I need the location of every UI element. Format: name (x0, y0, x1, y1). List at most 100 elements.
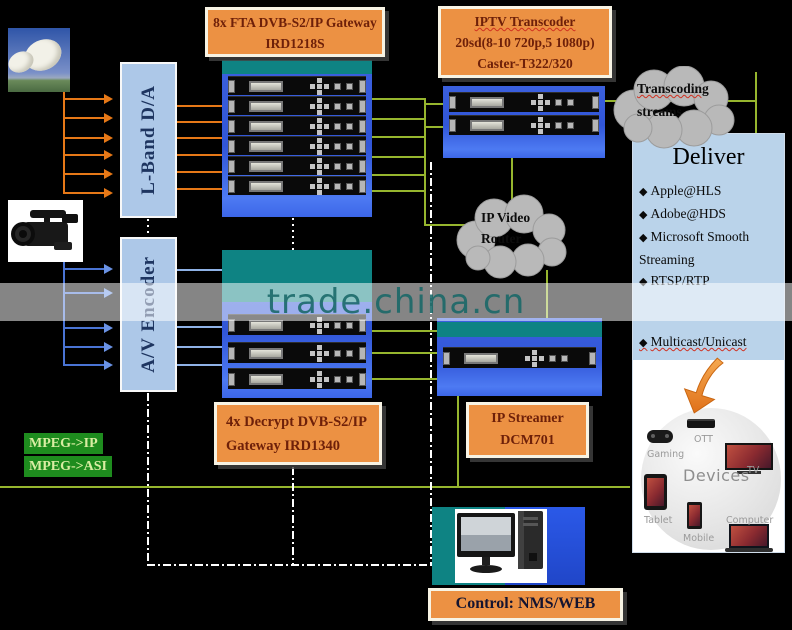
connector-line (755, 72, 757, 135)
gaming-console-icon (647, 430, 673, 443)
deliver-list: Apple@HLS Adobe@HDS Microsoft Smooth Str… (639, 180, 782, 354)
down-arrow-icon (683, 357, 724, 414)
connector-line (457, 396, 459, 486)
connector-line (63, 346, 104, 348)
transcoding-cloud-line1: Transcoding (637, 81, 709, 96)
decrypt-title-line1: 4x Decrypt DVB-S2/IP (226, 414, 367, 430)
deliver-item: Multicast/Unicast (639, 331, 782, 354)
rack-unit (228, 156, 366, 175)
video-camera-photo (8, 200, 83, 262)
transcoder-title-line2: 20sd(8-10 720p,5 1080p) (455, 35, 595, 50)
connector-line (63, 192, 104, 194)
connector-line (372, 378, 437, 380)
rack-unit (228, 136, 366, 155)
device-label: Mobile (683, 533, 715, 544)
router-cloud-line2: Router (481, 231, 522, 246)
connector-line (63, 268, 104, 270)
connector-line (372, 136, 426, 138)
streamer-title-line1: IP Streamer (491, 411, 564, 426)
cloud-icon (613, 66, 735, 149)
mobile-phone-icon (687, 502, 702, 529)
connector-line (63, 117, 104, 119)
transcoding-cloud-line2: streams (637, 104, 682, 119)
device-label: Gaming (647, 449, 685, 460)
rack-unit (449, 92, 599, 112)
connector-line (372, 352, 437, 354)
connector-line (372, 156, 426, 158)
laptop-icon (725, 524, 773, 552)
router-cloud-line1: IP Video (481, 210, 531, 225)
device-label: OTT (694, 434, 713, 445)
connector-line (63, 137, 104, 139)
gateway-rack (222, 60, 372, 217)
transcoder-rack (443, 86, 605, 158)
connector-line (177, 326, 222, 328)
deliver-title: Deliver (672, 144, 745, 170)
connector-line (372, 190, 426, 192)
router-cloud (452, 194, 572, 282)
transcoder-caption-box: IPTV Transcoder 20sd(8-10 720p,5 1080p) … (438, 6, 612, 78)
tablet-icon (644, 474, 667, 510)
connector-line (177, 188, 222, 190)
deliver-panel: Deliver Apple@HLS Adobe@HDS Microsoft Sm… (632, 133, 785, 553)
rack-unit (228, 176, 366, 195)
connector-line (177, 346, 222, 348)
lband-da-block: L-Band D/A (120, 62, 177, 218)
connector-line (177, 269, 222, 271)
connector-line (372, 98, 426, 100)
watermark-text: trade.china.cn (266, 282, 526, 322)
rack-header (437, 322, 602, 337)
rack-unit (228, 368, 366, 389)
connector-line (426, 126, 443, 128)
arrowhead-icon (104, 113, 113, 123)
arrowhead-icon (104, 342, 113, 352)
watermark-band: trade.china.cn (0, 282, 792, 322)
arrowhead-icon (104, 188, 113, 198)
connector-line (292, 218, 294, 250)
connector-line (63, 364, 104, 366)
control-title: Control: NMS/WEB (455, 595, 596, 612)
deliver-item: Microsoft Smooth Streaming (639, 226, 782, 270)
deliver-item: Adobe@HDS (639, 203, 782, 226)
connector-line (511, 158, 513, 203)
rack-header (222, 60, 372, 74)
arrowhead-icon (104, 150, 113, 160)
mpeg-ip-label: MPEG->IP (24, 433, 103, 454)
connector-line (372, 330, 437, 332)
arrowhead-icon (104, 133, 113, 143)
devices-center-label: Devices (683, 466, 750, 485)
desktop-computer-icon (457, 511, 543, 573)
ott-box-icon (687, 419, 715, 428)
connector-line (147, 219, 149, 237)
connector-line (147, 393, 149, 565)
deliver-item: Apple@HLS (639, 180, 782, 203)
connector-line (177, 105, 222, 107)
rack-unit (228, 96, 366, 115)
connector-line (63, 327, 104, 329)
transcoder-title-line1: IPTV Transcoder (474, 14, 576, 29)
decrypt-gateway-rack (222, 250, 372, 398)
arrowhead-icon (104, 360, 113, 370)
connector-line (63, 98, 104, 100)
connector-line (63, 92, 65, 193)
arrowhead-icon (104, 169, 113, 179)
connector-line (177, 364, 222, 366)
arrowhead-icon (104, 94, 113, 104)
connector-line (430, 162, 432, 565)
connector-line (177, 154, 222, 156)
connector-line (372, 174, 426, 176)
decrypt-title-line2: Gateway IRD1340 (226, 438, 340, 454)
cloud-icon (456, 194, 567, 279)
rack-unit (228, 76, 366, 95)
connector-line (177, 171, 222, 173)
decrypt-caption-box: 4x Decrypt DVB-S2/IP Gateway IRD1340 (214, 402, 382, 465)
connector-line (63, 173, 104, 175)
connector-line (372, 118, 426, 120)
device-label: Computer (726, 515, 774, 526)
rack-unit (449, 115, 599, 135)
arrowhead-icon (104, 323, 113, 333)
mpeg-asi-label: MPEG->ASI (24, 456, 112, 477)
gateway-title-line2: IRD1218S (265, 36, 325, 51)
rack-unit (443, 347, 596, 368)
